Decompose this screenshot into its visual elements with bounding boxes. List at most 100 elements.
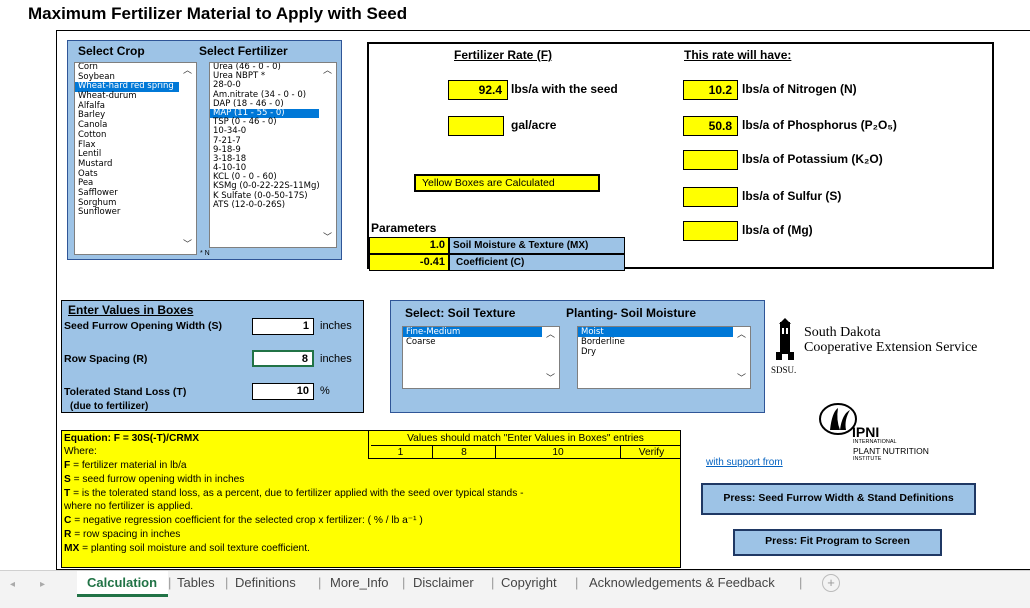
- row-spacing-input[interactable]: 8: [252, 350, 314, 367]
- sdsu-line1: South Dakota: [804, 325, 881, 340]
- tab-tables[interactable]: Tables: [177, 575, 215, 590]
- equation-line: S = seed furrow opening width in inches: [64, 473, 245, 485]
- stand-loss-note: (due to fertilizer): [70, 401, 149, 412]
- tab-calculation[interactable]: Calculation: [87, 575, 158, 590]
- list-item[interactable]: Flax: [78, 139, 96, 150]
- stand-loss-input[interactable]: 10: [252, 383, 314, 400]
- list-item[interactable]: KCL (0 - 0 - 60): [213, 172, 277, 183]
- list-item[interactable]: Fine-Medium: [403, 327, 559, 337]
- list-item[interactable]: 7-21-7: [213, 135, 241, 146]
- list-item[interactable]: Am.nitrate (34 - 0 - 0): [213, 89, 307, 100]
- list-item[interactable]: Dry: [581, 347, 597, 357]
- list-item[interactable]: Barley: [78, 110, 106, 121]
- tab-separator: |: [168, 575, 172, 590]
- nutrient-label: lbs/a of Nitrogen (N): [742, 82, 857, 96]
- tab-separator: |: [225, 575, 229, 590]
- list-item[interactable]: Cotton: [78, 129, 107, 140]
- nutrient-value: 10.2: [683, 80, 738, 100]
- list-item[interactable]: 28-0-0: [213, 80, 241, 91]
- definitions-button[interactable]: Press: Seed Furrow Width & Stand Definit…: [701, 483, 976, 515]
- list-item[interactable]: 10-34-0: [213, 126, 247, 137]
- list-item[interactable]: Coarse: [406, 337, 436, 347]
- ipni-leaf-icon: [818, 402, 858, 436]
- list-item[interactable]: Lentil: [78, 149, 102, 160]
- equation-panel: Equation: F = 30S(-T)/CRMX Where: F = fe…: [61, 430, 681, 568]
- list-item[interactable]: Wheat-durum: [78, 91, 137, 102]
- fit-to-screen-button[interactable]: Press: Fit Program to Screen: [733, 529, 942, 556]
- tab-copyright[interactable]: Copyright: [501, 575, 557, 590]
- scroll-up-icon[interactable]: ︿: [322, 66, 332, 76]
- stand-loss-unit: %: [320, 385, 330, 397]
- will-have-header: This rate will have:: [684, 48, 792, 62]
- furrow-label: Seed Furrow Opening Width (S): [64, 320, 222, 332]
- list-item[interactable]: KSMg (0-0-22-22S-11Mg): [213, 181, 320, 192]
- list-item[interactable]: Sorghum: [78, 197, 117, 208]
- list-item[interactable]: Urea NBPT *: [213, 71, 266, 82]
- enter-values-panel: Enter Values in Boxes Seed Furrow Openin…: [61, 300, 364, 413]
- list-item[interactable]: 9-18-9: [213, 144, 241, 155]
- scroll-down-icon[interactable]: ﹀: [736, 374, 746, 384]
- scroll-up-icon[interactable]: ︿: [182, 66, 192, 76]
- furrow-width-input[interactable]: 1: [252, 318, 314, 335]
- tab-separator: |: [799, 575, 803, 590]
- scroll-up-icon[interactable]: ︿: [736, 330, 746, 340]
- list-item[interactable]: Canola: [78, 120, 108, 131]
- list-item[interactable]: Pea: [78, 178, 94, 189]
- list-item[interactable]: Sunflower: [78, 207, 121, 218]
- soil-panel: Select: Soil Texture Planting- Soil Mois…: [390, 300, 765, 413]
- tab-more-info[interactable]: More_Info: [330, 575, 389, 590]
- scroll-down-icon[interactable]: ﹀: [545, 374, 555, 384]
- list-item[interactable]: Corn: [78, 62, 98, 72]
- list-item[interactable]: Soybean: [78, 71, 115, 82]
- nutrient-label: lbs/a of Phosphorus (P₂O₅): [742, 118, 897, 132]
- stand-loss-label: Tolerated Stand Loss (T): [64, 386, 187, 398]
- fertilizer-footnote: * N: [200, 250, 210, 257]
- list-item[interactable]: MAP (11 - 55 - 0): [210, 108, 336, 119]
- list-item[interactable]: ATS (12-0-0-26S): [213, 199, 286, 210]
- crop-scrollbar[interactable]: ︿﹀: [179, 63, 196, 254]
- match-row: 8: [433, 446, 496, 459]
- list-item[interactable]: Borderline: [581, 337, 625, 347]
- list-item[interactable]: TSP (0 - 46 - 0): [213, 117, 277, 128]
- match-furrow: 1: [369, 446, 433, 459]
- c-label: Coefficient (C): [449, 254, 625, 271]
- nutrient-label: lbs/a of (Mg): [742, 223, 813, 237]
- scroll-down-icon[interactable]: ﹀: [182, 240, 192, 250]
- texture-scrollbar[interactable]: ︿﹀: [542, 327, 559, 388]
- row-spacing-unit: inches: [320, 353, 352, 365]
- list-item[interactable]: DAP (18 - 46 - 0): [213, 98, 284, 109]
- crop-header: Select Crop: [78, 44, 145, 58]
- list-item[interactable]: Safflower: [78, 187, 118, 198]
- ipni-name: IPNI: [852, 424, 880, 440]
- tab-disclaimer[interactable]: Disclaimer: [413, 575, 474, 590]
- list-item[interactable]: Oats: [78, 168, 98, 179]
- scroll-down-icon[interactable]: ﹀: [322, 233, 332, 243]
- tab-acknowledgements[interactable]: Acknowledgements & Feedback: [589, 575, 775, 590]
- list-item[interactable]: Urea (46 - 0 - 0): [213, 62, 281, 72]
- list-item[interactable]: K Sulfate (0-0-50-17S): [213, 190, 308, 201]
- add-sheet-icon[interactable]: +: [822, 574, 840, 592]
- match-header: Values should match "Enter Values in Box…: [371, 432, 680, 446]
- tab-scroll-right-icon[interactable]: ▸: [40, 579, 46, 590]
- tab-scroll-left-icon[interactable]: ◂: [10, 579, 16, 590]
- list-item[interactable]: 3-18-18: [213, 153, 247, 164]
- scroll-up-icon[interactable]: ︿: [545, 330, 555, 340]
- match-verify: Verify: [638, 447, 665, 458]
- ipni-line1: INTERNATIONAL: [853, 439, 897, 445]
- list-item[interactable]: Wheat-hard red spring: [75, 82, 196, 93]
- list-item[interactable]: Mustard: [78, 158, 113, 169]
- enter-values-header: Enter Values in Boxes: [68, 303, 194, 317]
- list-item[interactable]: Moist: [578, 327, 750, 337]
- tab-definitions[interactable]: Definitions: [235, 575, 296, 590]
- list-item[interactable]: 4-10-10: [213, 163, 247, 174]
- list-item[interactable]: Alfalfa: [78, 100, 105, 111]
- support-link[interactable]: with support from: [706, 457, 783, 468]
- moisture-scrollbar[interactable]: ︿﹀: [733, 327, 750, 388]
- fertilizer-scrollbar[interactable]: ︿﹀: [319, 63, 336, 247]
- nutrient-value: [683, 187, 738, 207]
